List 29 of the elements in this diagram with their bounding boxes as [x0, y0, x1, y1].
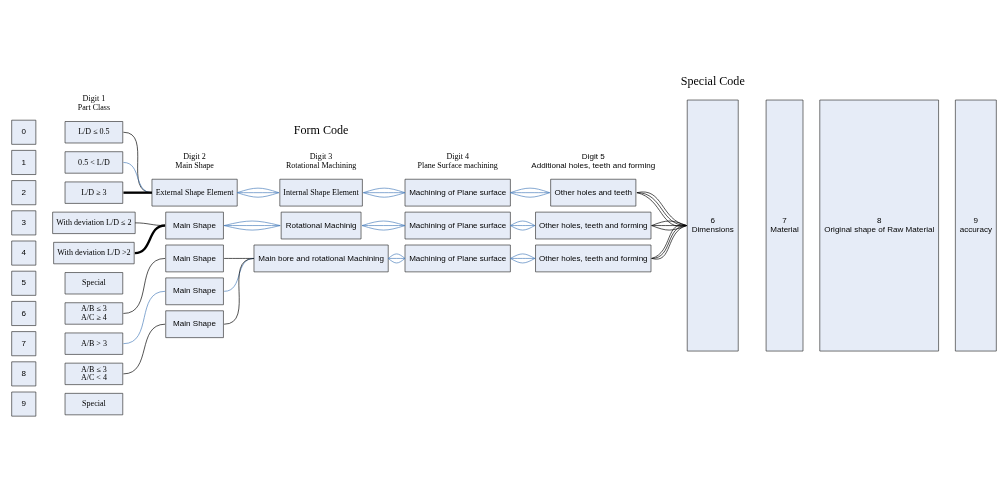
connector	[122, 191, 152, 194]
connector	[509, 257, 535, 263]
connector	[236, 191, 279, 198]
connector	[509, 220, 535, 226]
connector	[509, 187, 550, 193]
connector	[509, 224, 535, 226]
connector	[362, 187, 405, 193]
connector	[122, 290, 165, 344]
connector	[387, 257, 405, 263]
connector	[650, 220, 687, 226]
connector	[509, 224, 535, 230]
connector	[361, 220, 405, 226]
connector	[361, 224, 405, 230]
connector	[509, 253, 535, 259]
connector	[122, 323, 165, 374]
label: Form Code	[293, 122, 348, 137]
connector	[387, 257, 405, 259]
connector	[361, 224, 405, 226]
connector	[223, 257, 254, 325]
connector	[223, 220, 280, 226]
connector	[387, 253, 405, 259]
label: Special Code	[680, 73, 745, 88]
connector	[236, 187, 279, 193]
connector	[362, 191, 405, 198]
connector	[509, 191, 550, 198]
connector	[509, 257, 535, 259]
connector	[223, 224, 280, 230]
connector	[134, 223, 165, 254]
connector	[122, 257, 165, 314]
